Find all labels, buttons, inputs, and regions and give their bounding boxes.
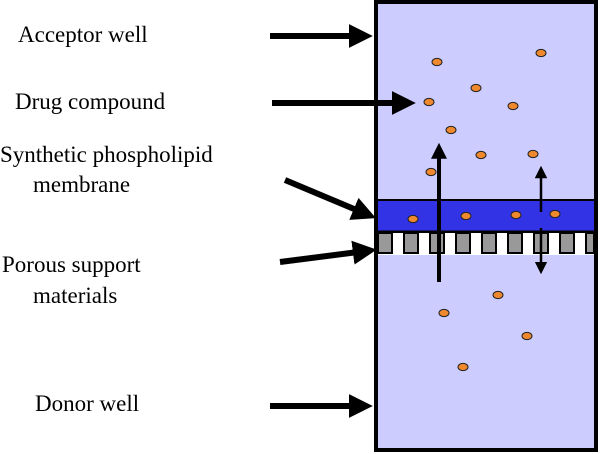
- support-pointer-arrow: [279, 240, 377, 265]
- drug-molecule: [407, 214, 419, 224]
- support-block: [481, 232, 497, 254]
- acceptor-well-label: Acceptor well: [18, 22, 148, 47]
- drug-molecule: [457, 362, 469, 372]
- support-block: [585, 232, 595, 254]
- drug-molecule: [423, 97, 435, 107]
- support-block: [559, 232, 575, 254]
- porous-support: [377, 232, 595, 255]
- support-label-line1: Porous support: [2, 252, 141, 277]
- membrane-label-line1: Synthetic phospholipid: [0, 142, 213, 167]
- drug-molecule: [475, 150, 487, 160]
- support-label-line2: materials: [33, 283, 118, 308]
- drug-molecule: [521, 331, 533, 341]
- drug-molecule: [492, 290, 504, 300]
- membrane-label-line2: membrane: [33, 172, 131, 197]
- drug-molecule: [507, 101, 519, 111]
- support-block: [403, 232, 419, 254]
- support-block: [377, 232, 393, 254]
- drug-molecule: [445, 125, 457, 135]
- drug-molecule: [460, 211, 472, 221]
- drug-molecule: [527, 149, 539, 159]
- drug-compound-label: Drug compound: [15, 89, 166, 114]
- drug-molecule: [549, 209, 561, 219]
- drug-molecule: [510, 210, 522, 220]
- drug-molecule: [425, 167, 437, 177]
- membrane-pointer-arrow: [283, 177, 376, 220]
- support-block: [455, 232, 471, 254]
- drug-molecule: [470, 83, 482, 93]
- drug-molecules: [407, 48, 561, 372]
- donor-well-label: Donor well: [35, 391, 140, 416]
- drug-molecule: [438, 308, 450, 318]
- drug-molecule: [535, 48, 547, 58]
- support-block: [507, 232, 523, 254]
- drug-molecule: [431, 57, 443, 67]
